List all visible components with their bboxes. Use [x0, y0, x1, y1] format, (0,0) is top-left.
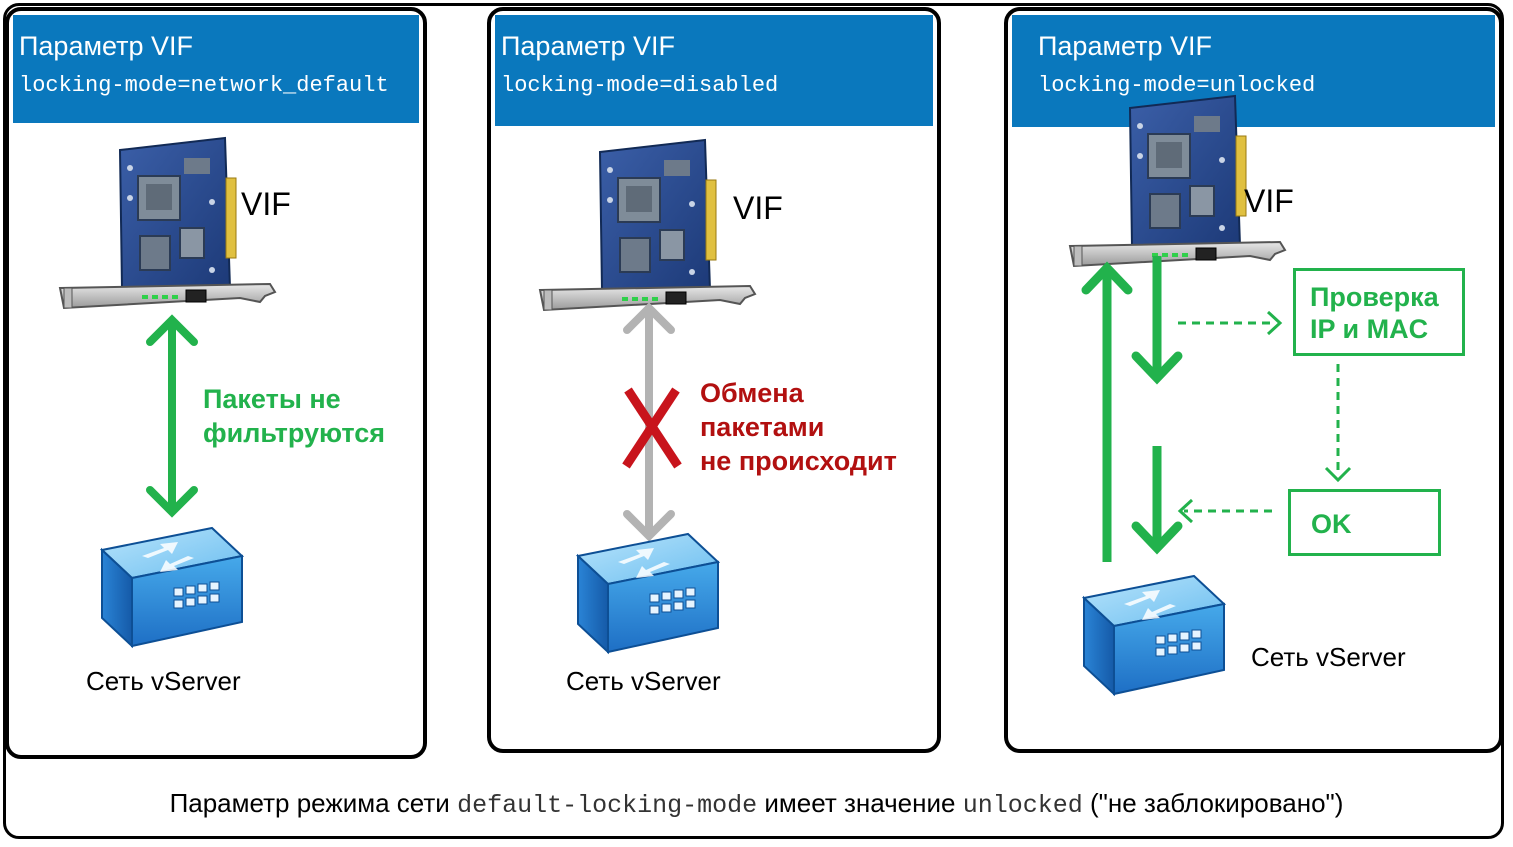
- vif-label: VIF: [1244, 183, 1294, 219]
- network-label: Сеть vServer: [566, 666, 721, 696]
- network-switch-icon: [1083, 575, 1225, 695]
- panel-title: Параметр VIF: [19, 31, 194, 61]
- network-switch-icon: [101, 527, 243, 647]
- flow-arrows: [1081, 256, 1352, 562]
- panel-title: Параметр VIF: [501, 31, 676, 61]
- footer-code-setting: default-locking-mode: [457, 791, 758, 820]
- bidirectional-arrow-icon: [146, 314, 198, 518]
- network-label: Сеть vServer: [1251, 642, 1406, 672]
- nic-card-icon: [539, 139, 756, 311]
- locking-mode-param: locking-mode=disabled: [501, 73, 779, 98]
- status-text: Пакеты не фильтруются: [203, 384, 385, 448]
- vif-label: VIF: [241, 186, 291, 222]
- network-label: Сеть vServer: [86, 666, 241, 696]
- network-switch-icon: [577, 533, 719, 653]
- panel-header: Параметр VIF locking-mode=unlocked: [1012, 15, 1495, 127]
- footer-code-value: unlocked: [962, 791, 1083, 820]
- locking-mode-param: locking-mode=unlocked: [1038, 73, 1316, 98]
- block-x-icon: [622, 387, 682, 469]
- nic-card-icon: [59, 137, 276, 309]
- panel-header: Параметр VIF locking-mode=disabled: [495, 15, 933, 126]
- panel-title: Параметр VIF: [1038, 31, 1213, 61]
- footer-note: Параметр режима сети default-locking-mod…: [169, 788, 1344, 820]
- panel-header: Параметр VIF locking-mode=network_defaul…: [13, 15, 419, 123]
- ok-box: OK: [1288, 489, 1441, 556]
- vif-label: VIF: [733, 190, 783, 226]
- panel-network-default: Параметр VIF locking-mode=network_defaul…: [5, 7, 427, 759]
- status-text: Обмена пакетами не происходит: [700, 378, 897, 476]
- locking-mode-param: locking-mode=network_default: [19, 73, 389, 98]
- ip-mac-check-box: Проверка IP и MAC: [1293, 268, 1465, 356]
